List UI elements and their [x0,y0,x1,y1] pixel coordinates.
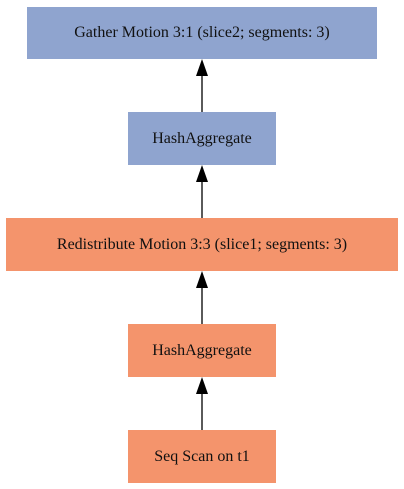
edge-hash-aggregate-top-to-gather-motion [196,59,208,112]
node-hash-aggregate-bottom: HashAggregate [128,324,276,377]
arrowhead-icon [196,59,208,76]
node-label: Redistribute Motion 3:3 (slice1; segment… [56,235,348,253]
node-label: Gather Motion 3:1 (slice2; segments: 3) [74,24,330,41]
node-hash-aggregate-top: HashAggregate [128,112,276,165]
node-label: HashAggregate [152,341,252,359]
node-label: Seq Scan on t1 [154,447,250,465]
arrowhead-icon [196,377,208,394]
node-redistribute-motion: Redistribute Motion 3:3 (slice1; segment… [6,218,398,271]
arrowhead-icon [196,165,208,182]
edge-hash-aggregate-bottom-to-redistribute-motion [196,271,208,324]
node-gather-motion: Gather Motion 3:1 (slice2; segments: 3) [27,7,377,59]
edge-redistribute-motion-to-hash-aggregate-top [196,165,208,218]
arrowhead-icon [196,271,208,288]
edge-seq-scan-to-hash-aggregate-bottom [196,377,208,430]
node-seq-scan: Seq Scan on t1 [128,430,276,483]
node-label: HashAggregate [152,129,252,147]
